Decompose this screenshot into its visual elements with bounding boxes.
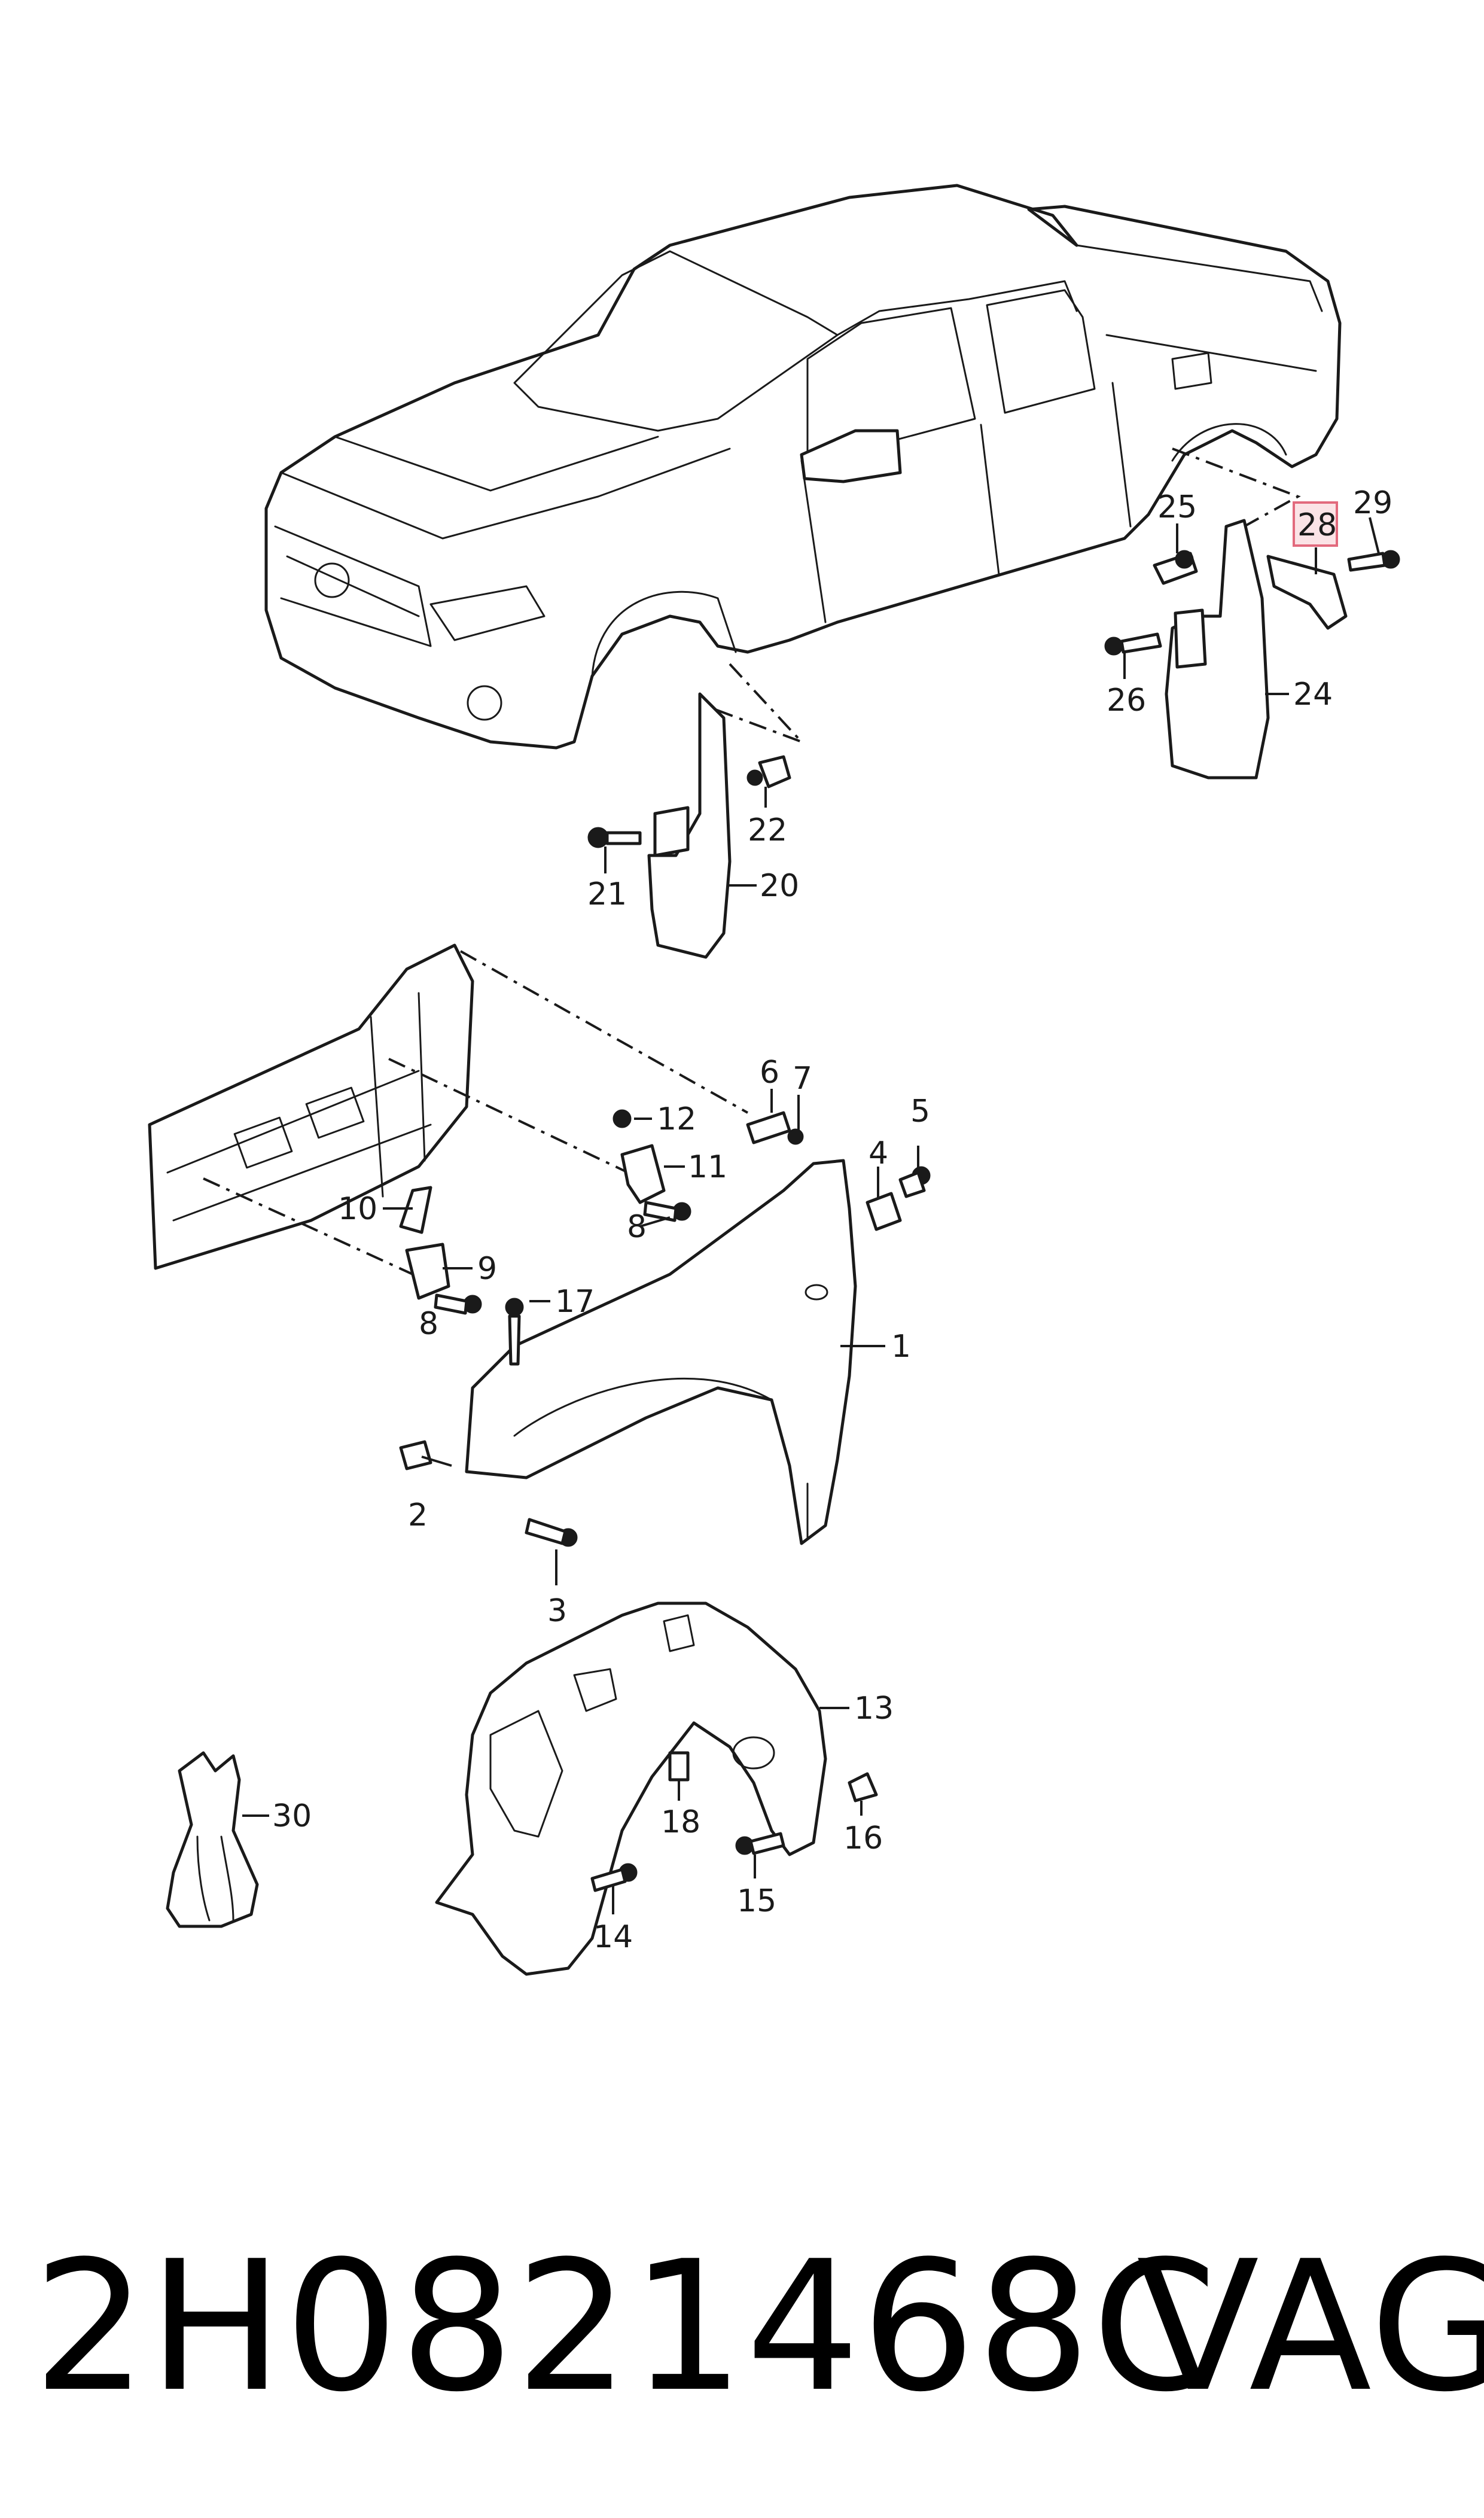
- callout-12: 12: [657, 1101, 696, 1137]
- leader-lines: [242, 517, 1380, 1914]
- callout-24: 24: [1293, 677, 1333, 713]
- frame-dash-line-1: [460, 950, 748, 1114]
- clip-part-18-icon: [668, 1751, 690, 1782]
- bracket-part-9-icon: [405, 1243, 450, 1300]
- screw-part-15-icon: [735, 1832, 785, 1855]
- screw-part-14-icon: [590, 1863, 638, 1892]
- callout-18: 18: [661, 1804, 700, 1840]
- callout-3: 3: [547, 1593, 567, 1629]
- body-frame-illustration: [148, 943, 474, 1270]
- clip-part-10-icon: [399, 1186, 432, 1234]
- screw-part-12-icon: [613, 1109, 632, 1128]
- bag-part-30: [166, 1751, 259, 1928]
- callout-13: 13: [854, 1691, 894, 1727]
- screw-part-3-icon: [525, 1518, 578, 1547]
- screw-part-17-icon: [505, 1298, 524, 1366]
- callout-28: 28: [1297, 507, 1337, 543]
- parts-diagram: 1 2 3 4 5 6 7 8 9 10 11 12 8 17 13 14 15…: [148, 184, 1400, 1976]
- bracket-part-6-icon: [746, 1111, 791, 1144]
- callout-16: 16: [843, 1820, 883, 1856]
- callout-21: 21: [587, 876, 627, 912]
- callout-1: 1: [891, 1329, 911, 1365]
- pickup-truck-illustration: [264, 184, 1342, 750]
- callout-8b: 8: [419, 1306, 438, 1342]
- front-fender-part-1: [465, 1159, 857, 1545]
- screw-part-8a-icon: [643, 1201, 691, 1222]
- callout-25: 25: [1157, 489, 1197, 525]
- clip-part-2-icon: [399, 1440, 432, 1470]
- rear-mudflap-part-24: [1165, 519, 1270, 780]
- screw-part-5-icon: [898, 1166, 931, 1198]
- callout-5: 5: [910, 1094, 930, 1129]
- screw-part-7-icon: [787, 1128, 804, 1145]
- callout-14: 14: [593, 1919, 633, 1955]
- front-mudflap-part-20: [647, 692, 732, 959]
- rear-mudflap-dash-line: [1172, 447, 1301, 528]
- brand-label: VAG: [1136, 2222, 1484, 2431]
- screw-part-29-icon: [1347, 550, 1400, 572]
- clip-part-22-icon: [746, 755, 791, 788]
- frame-dash-line-3: [203, 1177, 413, 1275]
- callout-26: 26: [1107, 683, 1146, 718]
- callout-11: 11: [688, 1149, 727, 1185]
- screw-part-8b-icon: [434, 1293, 482, 1315]
- highlight-box: [1293, 501, 1338, 547]
- callout-9: 9: [477, 1251, 497, 1287]
- clip-part-16-icon: [848, 1772, 878, 1803]
- callout-17: 17: [555, 1284, 595, 1320]
- wheel-housing-liner-part-13: [435, 1601, 827, 1976]
- callouts: 1 2 3 4 5 6 7 8 9 10 11 12 8 17 13 14 15…: [272, 485, 1392, 1955]
- callout-8a: 8: [627, 1209, 647, 1245]
- bracket-part-11-icon: [620, 1144, 666, 1204]
- callout-29: 29: [1353, 485, 1392, 521]
- callout-6: 6: [760, 1055, 779, 1091]
- callout-15: 15: [737, 1883, 776, 1919]
- screw-part-25-icon: [1153, 550, 1198, 585]
- bracket-part-28-icon: [1266, 555, 1348, 630]
- frame-dash-line-2: [388, 1058, 629, 1174]
- callout-20: 20: [760, 868, 799, 904]
- screw-part-26-icon: [1104, 632, 1162, 656]
- callout-30: 30: [272, 1798, 312, 1834]
- part-number-label: 2H0821468C: [33, 2222, 1219, 2431]
- callout-10: 10: [338, 1191, 377, 1227]
- screw-part-21-icon: [587, 827, 642, 848]
- callout-4: 4: [869, 1135, 888, 1171]
- callout-2: 2: [408, 1497, 428, 1533]
- clip-part-4-icon: [866, 1192, 902, 1231]
- callout-22: 22: [748, 812, 787, 848]
- callout-7: 7: [793, 1061, 812, 1097]
